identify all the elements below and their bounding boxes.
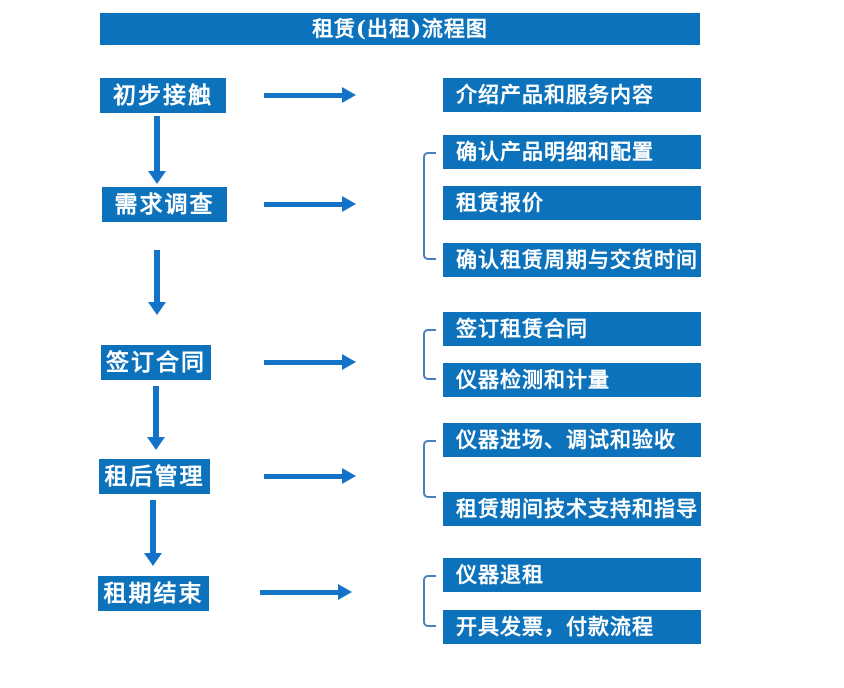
detail-box-invoice-payment: 开具发票，付款流程 (443, 610, 701, 644)
step-box-sign-contract: 签订合同 (101, 345, 211, 380)
down-arrow-icon (144, 500, 162, 566)
detail-box-sign-rental-contract: 签订租赁合同 (443, 312, 701, 346)
down-arrow-icon (147, 386, 165, 450)
detail-box-confirm-period: 确认租赁周期与交货时间 (443, 243, 701, 277)
right-arrow-icon (260, 584, 352, 600)
group-bracket-icon (423, 329, 436, 380)
diagram-title: 租赁(出租)流程图 (100, 13, 700, 45)
detail-box-instrument-setup: 仪器进场、调试和验收 (443, 423, 701, 457)
right-arrow-icon (264, 196, 356, 212)
group-bracket-icon (423, 575, 436, 627)
step-box-initial-contact: 初步接触 (100, 78, 226, 113)
group-bracket-icon (423, 152, 436, 260)
group-bracket-icon (423, 440, 436, 498)
detail-box-instrument-return: 仪器退租 (443, 558, 701, 592)
right-arrow-icon (264, 87, 356, 103)
right-arrow-icon (264, 468, 356, 484)
detail-box-confirm-details: 确认产品明细和配置 (443, 135, 701, 169)
detail-box-introduce-products: 介绍产品和服务内容 (443, 78, 701, 112)
detail-box-instrument-testing: 仪器检测和计量 (443, 363, 701, 397)
step-box-post-rental-mgmt: 租后管理 (99, 459, 210, 494)
detail-box-tech-support: 租赁期间技术支持和指导 (443, 492, 701, 526)
down-arrow-icon (148, 250, 166, 315)
detail-box-rental-quote: 租赁报价 (443, 186, 701, 220)
down-arrow-icon (148, 116, 166, 184)
step-box-demand-survey: 需求调查 (102, 187, 227, 222)
step-box-rental-end: 租期结束 (98, 576, 209, 611)
right-arrow-icon (264, 354, 356, 370)
